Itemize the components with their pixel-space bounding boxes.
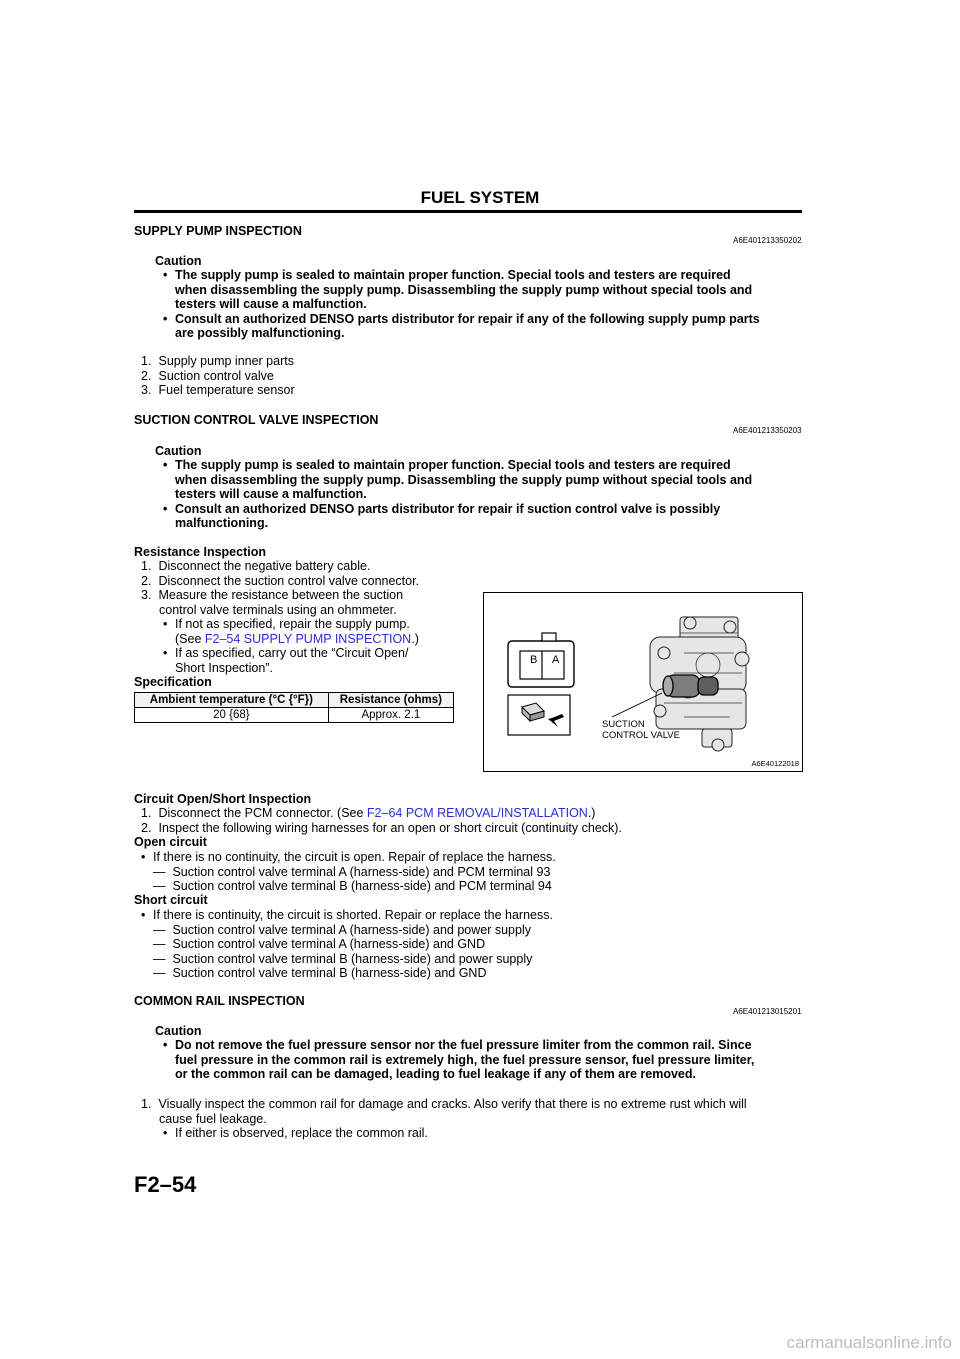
list-item: 3. Measure the resistance between the su… <box>141 588 404 602</box>
specification-table: Ambient temperature (°C {°F}) Resistance… <box>134 692 455 723</box>
list-item: 3. Fuel temperature sensor <box>141 383 295 397</box>
pcm-removal-link[interactable]: F2–64 PCM REMOVAL/INSTALLATION <box>366 806 588 820</box>
open-circuit-heading: Open circuit <box>134 835 207 849</box>
list-item: — Suction control valve terminal A (harn… <box>153 922 531 937</box>
list-item: •If there is no continuity, the circuit … <box>141 850 556 864</box>
caution-label: Caution <box>155 254 202 268</box>
supply-pump-inspection-link[interactable]: F2–54 SUPPLY PUMP INSPECTION <box>204 631 412 646</box>
caution-item: • Do not remove the fuel pressure sensor… <box>163 1038 755 1081</box>
list-item: • If not as specified, repair the supply… <box>163 617 419 646</box>
header-rule <box>134 210 802 213</box>
resistance-steps: 1. Disconnect the negative battery cable… <box>141 559 420 675</box>
open-circuit-list: •If there is no continuity, the circuit … <box>141 850 556 894</box>
caution-item: • Consult an authorized DENSO parts dist… <box>163 311 760 341</box>
caution-label: Caution <box>155 444 202 458</box>
list-item: 1. Supply pump inner parts <box>141 354 294 368</box>
section-code: A6E401213015201 <box>733 1007 802 1016</box>
specification-heading: Specification <box>134 675 212 689</box>
table-cell: Approx. 2.1 <box>327 707 455 723</box>
resistance-heading: Resistance Inspection <box>134 545 266 559</box>
list-item: •If either is observed, replace the comm… <box>163 1126 428 1140</box>
terminal-a-label: A <box>552 654 560 666</box>
suction-valve-figure: B A SUCTION CONTROL VALVE A6E40122018 <box>483 592 803 772</box>
list-item: — Suction control valve terminal B (harn… <box>153 951 533 966</box>
list-item: — Suction control valve terminal A (harn… <box>153 937 486 951</box>
caution-list: • The supply pump is sealed to maintain … <box>163 268 813 341</box>
list-item: 2. Inspect the following wiring harnesse… <box>141 820 622 835</box>
list-item: — Suction control valve terminal B (harn… <box>153 966 487 980</box>
callout-label: SUCTION CONTROL VALVE <box>602 719 680 741</box>
table-header-row: Ambient temperature (°C {°F}) Resistance… <box>134 692 455 708</box>
section-code: A6E401213350202 <box>733 236 802 245</box>
page-header-title: FUEL SYSTEM <box>420 188 540 207</box>
common-rail-steps: 1. Visually inspect the common rail for … <box>141 1097 747 1140</box>
supply-pump-illustration <box>507 616 750 752</box>
table-row: 20 {68} Approx. 2.1 <box>134 707 455 723</box>
list-item: 2. Disconnect the suction control valve … <box>141 573 420 588</box>
caution-label: Caution <box>155 1024 202 1038</box>
section-title-common-rail: COMMON RAIL INSPECTION <box>134 994 305 1008</box>
watermark: carmanualsonline.info <box>786 1333 952 1352</box>
column-header: Ambient temperature (°C {°F}) <box>134 692 329 708</box>
list-item: 2. Suction control valve <box>141 368 274 383</box>
parts-list: 1. Supply pump inner parts 2. Suction co… <box>141 354 295 398</box>
circuit-heading: Circuit Open/Short Inspection <box>134 792 312 806</box>
short-circuit-heading: Short circuit <box>134 893 208 907</box>
list-item: — Suction control valve terminal A (harn… <box>153 864 551 879</box>
section-code: A6E401213350203 <box>733 426 802 435</box>
table-cell: 20 {68} <box>134 707 329 723</box>
figure-code: A6E40122018 <box>751 759 799 768</box>
caution-item: • Consult an authorized DENSO parts dist… <box>163 501 721 531</box>
section-title-supply-pump: SUPPLY PUMP INSPECTION <box>134 224 302 238</box>
caution-list: • The supply pump is sealed to maintain … <box>163 458 813 531</box>
list-item: •If there is continuity, the circuit is … <box>141 908 553 922</box>
list-item: 1. Disconnect the negative battery cable… <box>141 559 371 573</box>
page-number: F2–54 <box>134 1172 197 1197</box>
terminal-b-label: B <box>530 654 538 666</box>
list-item: — Suction control valve terminal B (harn… <box>153 879 552 893</box>
caution-item: • The supply pump is sealed to maintain … <box>163 458 753 501</box>
section-title-suction-valve: SUCTION CONTROL VALVE INSPECTION <box>134 413 379 427</box>
list-item: 1. Disconnect the PCM connector. (See F2… <box>141 806 596 820</box>
column-header: Resistance (ohms) <box>327 692 455 708</box>
list-item: • If as specified, carry out the “Circui… <box>163 646 409 675</box>
circuit-steps: 1. Disconnect the PCM connector. (See F2… <box>141 806 622 835</box>
caution-list: • Do not remove the fuel pressure sensor… <box>163 1038 813 1082</box>
caution-item: • The supply pump is sealed to maintain … <box>163 268 753 311</box>
list-item: 1. Visually inspect the common rail for … <box>141 1097 747 1111</box>
short-circuit-list: •If there is continuity, the circuit is … <box>141 908 553 981</box>
